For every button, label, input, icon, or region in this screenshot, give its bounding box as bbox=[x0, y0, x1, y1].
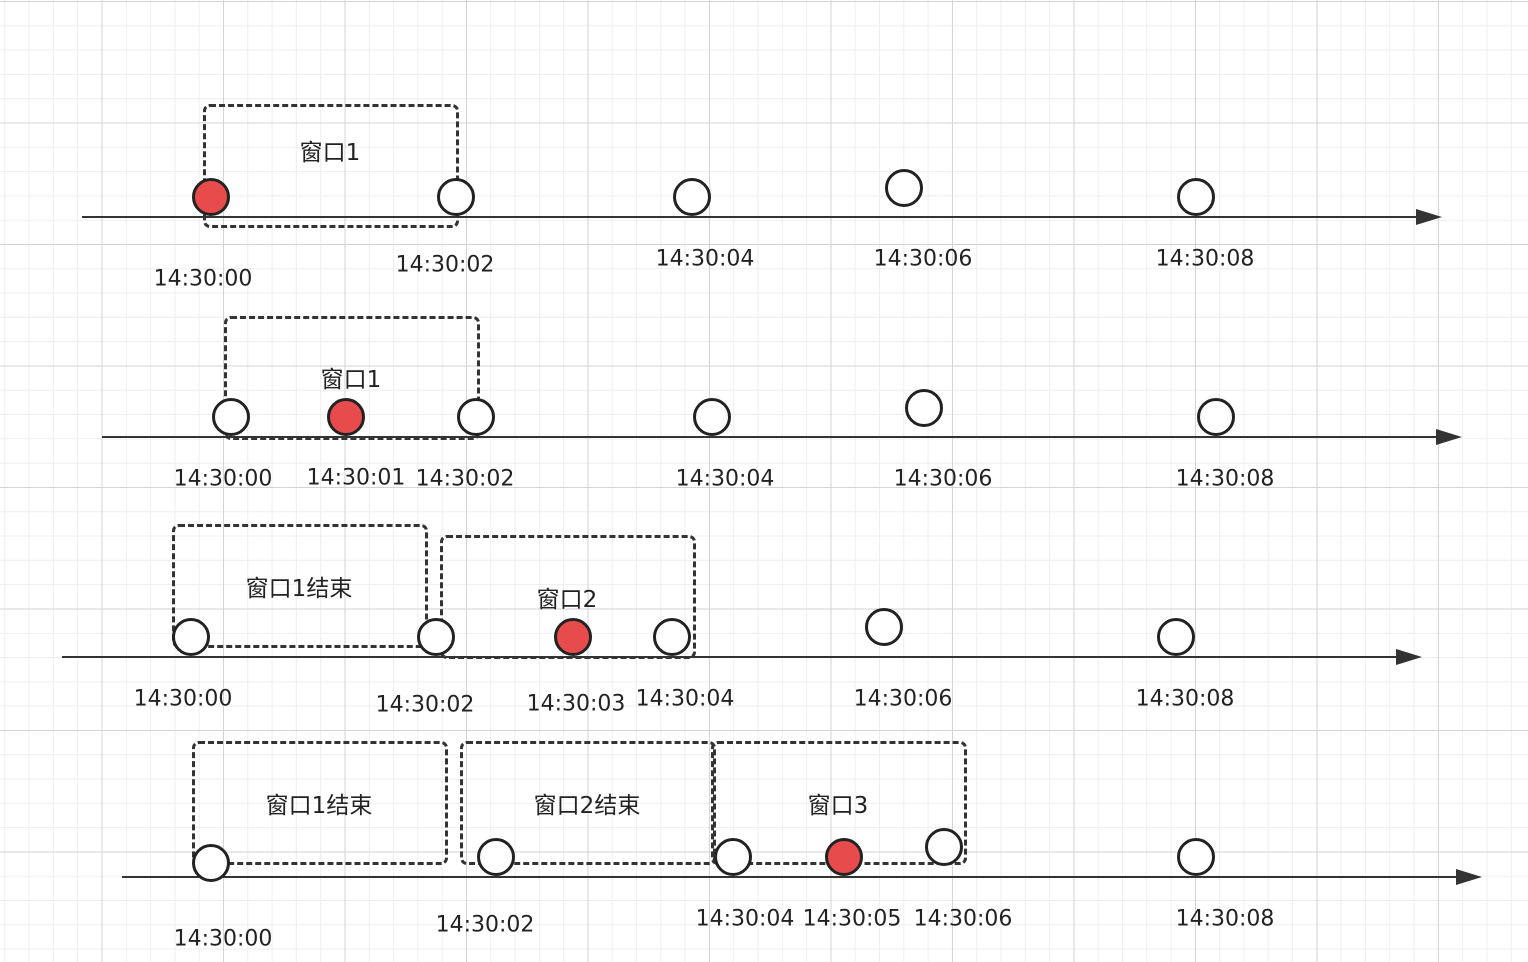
time-point bbox=[1157, 618, 1195, 656]
time-point bbox=[1177, 178, 1215, 216]
time-label: 14:30:04 bbox=[655, 246, 755, 272]
time-point bbox=[925, 828, 963, 866]
time-point bbox=[212, 398, 250, 436]
time-point bbox=[437, 178, 475, 216]
time-label: 14:30:00 bbox=[173, 466, 273, 492]
time-axis bbox=[122, 876, 1458, 878]
time-point bbox=[673, 178, 711, 216]
event-point bbox=[554, 618, 592, 656]
time-point bbox=[885, 169, 923, 207]
time-point bbox=[1177, 838, 1215, 876]
time-point bbox=[457, 398, 495, 436]
time-label: 14:30:01 bbox=[306, 465, 406, 491]
time-point bbox=[172, 618, 210, 656]
axis-arrow-icon bbox=[1456, 869, 1482, 885]
time-point bbox=[693, 398, 731, 436]
time-point bbox=[1197, 398, 1235, 436]
time-label: 14:30:04 bbox=[675, 466, 775, 492]
time-point bbox=[417, 618, 455, 656]
time-label: 14:30:05 bbox=[802, 906, 902, 932]
axis-arrow-icon bbox=[1396, 649, 1422, 665]
time-label: 14:30:08 bbox=[1155, 246, 1255, 272]
time-label: 14:30:00 bbox=[173, 926, 273, 952]
window-box bbox=[460, 741, 716, 865]
time-label: 14:30:02 bbox=[375, 692, 475, 718]
time-label: 14:30:08 bbox=[1175, 466, 1275, 492]
window-box bbox=[224, 316, 480, 440]
window-label: 窗口1 bbox=[320, 367, 382, 393]
axis-arrow-icon bbox=[1416, 209, 1442, 225]
time-axis bbox=[102, 436, 1438, 438]
time-point bbox=[905, 389, 943, 427]
window-box bbox=[203, 104, 459, 228]
time-point bbox=[865, 608, 903, 646]
time-label: 14:30:04 bbox=[695, 906, 795, 932]
window-label: 窗口1结束 bbox=[265, 793, 373, 819]
time-label: 14:30:06 bbox=[893, 466, 993, 492]
time-point bbox=[714, 838, 752, 876]
time-point bbox=[653, 618, 691, 656]
event-point bbox=[327, 398, 365, 436]
event-point bbox=[825, 838, 863, 876]
axis-arrow-icon bbox=[1436, 429, 1462, 445]
time-axis bbox=[82, 216, 1418, 218]
time-label: 14:30:06 bbox=[853, 686, 953, 712]
time-label: 14:30:02 bbox=[435, 912, 535, 938]
time-label: 14:30:02 bbox=[415, 466, 515, 492]
window-label: 窗口2 bbox=[536, 587, 598, 613]
time-label: 14:30:02 bbox=[395, 252, 495, 278]
window-box bbox=[172, 524, 428, 648]
window-box bbox=[192, 741, 448, 865]
window-label: 窗口3 bbox=[807, 793, 869, 819]
window-label: 窗口1 bbox=[299, 140, 361, 166]
time-label: 14:30:04 bbox=[635, 686, 735, 712]
time-point bbox=[477, 838, 515, 876]
time-label: 14:30:08 bbox=[1175, 906, 1275, 932]
time-label: 14:30:03 bbox=[526, 691, 626, 717]
time-label: 14:30:08 bbox=[1135, 686, 1235, 712]
time-label: 14:30:06 bbox=[873, 246, 973, 272]
window-label: 窗口2结束 bbox=[533, 793, 641, 819]
time-label: 14:30:06 bbox=[913, 906, 1013, 932]
time-point bbox=[192, 844, 230, 882]
time-label: 14:30:00 bbox=[153, 266, 253, 292]
event-point bbox=[192, 178, 230, 216]
time-label: 14:30:00 bbox=[133, 686, 233, 712]
window-label: 窗口1结束 bbox=[245, 576, 353, 602]
time-axis bbox=[62, 656, 1398, 658]
